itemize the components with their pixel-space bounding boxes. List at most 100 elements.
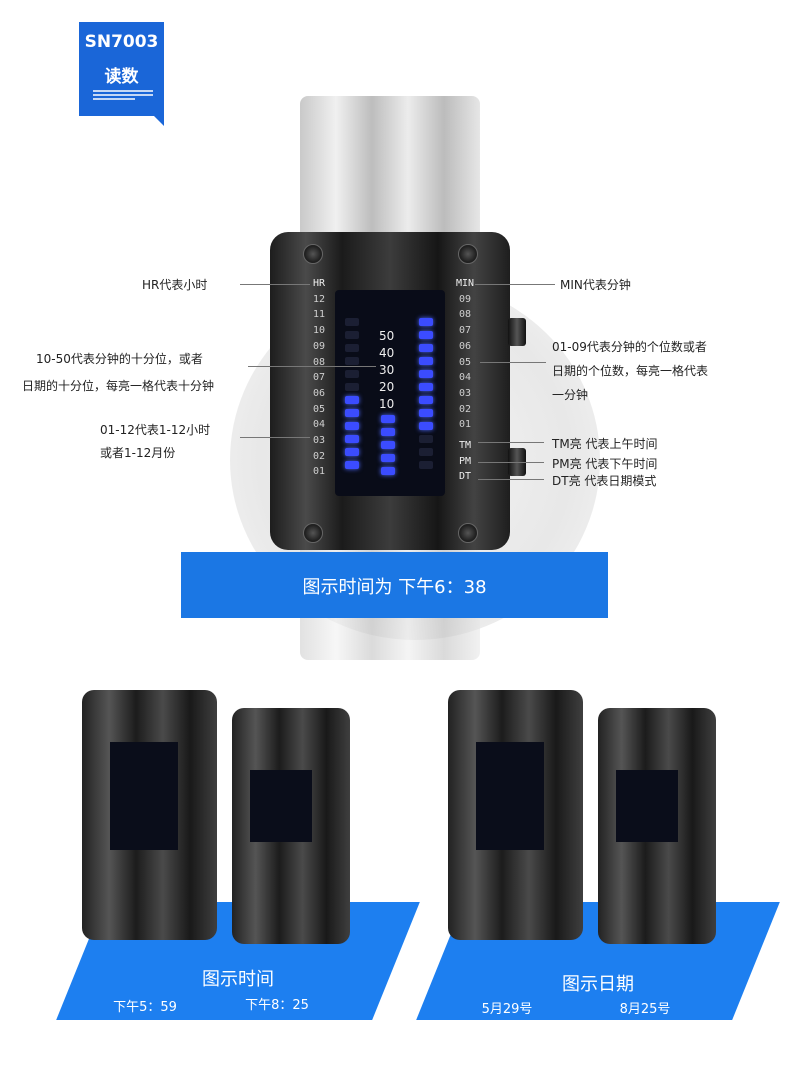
minute-mark: 09 <box>458 293 472 305</box>
date-example-a: 5月29号 <box>481 1002 533 1017</box>
led-segment <box>381 428 395 436</box>
minute-mark: 07 <box>458 325 472 337</box>
dt-label: DT <box>458 471 472 483</box>
led-segment <box>419 357 433 365</box>
led-segment <box>345 383 359 391</box>
minute-mark: 05 <box>458 356 472 368</box>
led-segment <box>419 383 433 391</box>
led-segment <box>419 344 433 352</box>
led-segment <box>419 331 433 339</box>
led-segment <box>345 409 359 417</box>
tens-scale: 50 40 30 20 10 <box>379 328 394 413</box>
watch-example-face <box>250 770 312 842</box>
tm-annotation: TM亮 代表上午时间 <box>552 437 658 451</box>
units-annotation-2: 日期的个位数，每亮一格代表 <box>552 364 709 378</box>
units-annotation-1: 01-09代表分钟的个位数或者 <box>552 340 707 354</box>
minute-mark: 02 <box>458 403 472 415</box>
hour-scale: HR 12 11 10 09 08 07 06 05 04 03 02 01 <box>306 276 332 480</box>
minute-mark: 06 <box>458 340 472 352</box>
tens-mark: 40 <box>379 346 395 360</box>
date-example-title: 图示日期 <box>562 974 634 995</box>
tens-annotation-1: 10-50代表分钟的十分位，或者 <box>36 352 203 366</box>
led-segment <box>419 318 433 326</box>
hour-mark: 12 <box>312 293 326 305</box>
led-segment <box>419 461 433 469</box>
tm-label: TM <box>458 440 472 452</box>
main-time-text: 图示时间为 下午6：38 <box>302 577 487 598</box>
unit-led-column <box>419 318 433 469</box>
led-segment <box>345 357 359 365</box>
hr-label: HR <box>312 278 326 289</box>
hour-mark: 06 <box>312 387 326 399</box>
hour-mark: 01 <box>312 466 326 478</box>
time-example-a: 下午5：59 <box>113 1000 177 1015</box>
side-button <box>508 318 526 346</box>
callout-line <box>240 284 310 285</box>
led-segment <box>419 422 433 430</box>
minute-mark: 08 <box>458 309 472 321</box>
screw-icon <box>303 244 323 264</box>
tens-mark: 20 <box>379 380 395 394</box>
date-example-b: 8月25号 <box>619 1002 671 1017</box>
hour-mark: 10 <box>312 325 326 337</box>
minute-scale: MIN 09 08 07 06 05 04 03 02 01 TM PM DT <box>452 276 478 485</box>
led-segment <box>345 461 359 469</box>
led-segment <box>345 370 359 378</box>
watch-example-face <box>476 742 544 850</box>
led-segment <box>381 415 395 423</box>
led-segment <box>381 467 395 475</box>
hours-annotation-2: 或者1-12月份 <box>100 446 176 460</box>
led-segment <box>345 344 359 352</box>
model-badge: SN7003 读数 <box>79 22 164 126</box>
led-segment <box>381 454 395 462</box>
led-segment <box>345 396 359 404</box>
time-example-title: 图示时间 <box>202 969 274 990</box>
callout-line <box>248 366 376 367</box>
led-segment <box>345 448 359 456</box>
badge-title: 读数 <box>104 67 139 87</box>
callout-line <box>475 284 555 285</box>
model-number: SN7003 <box>84 32 159 52</box>
hour-mark: 11 <box>312 309 326 321</box>
pm-annotation: PM亮 代表下午时间 <box>552 457 658 471</box>
watch-example-face <box>110 742 178 850</box>
tens-led-column <box>381 415 395 475</box>
pm-label: PM <box>458 455 472 467</box>
callout-line <box>240 437 310 438</box>
led-segment <box>419 370 433 378</box>
hour-mark: 07 <box>312 372 326 384</box>
hour-mark: 05 <box>312 403 326 415</box>
led-segment <box>345 422 359 430</box>
dt-annotation: DT亮 代表日期模式 <box>552 474 657 488</box>
main-time-banner: 图示时间为 下午6：38 <box>181 552 608 618</box>
tens-annotation-2: 日期的十分位，每亮一格代表十分钟 <box>22 379 215 393</box>
watch-example-face <box>616 770 678 842</box>
led-segment <box>345 331 359 339</box>
led-segment <box>419 396 433 404</box>
led-segment <box>345 435 359 443</box>
hours-annotation-1: 01-12代表1-12小时 <box>100 423 211 437</box>
led-display: 50 40 30 20 10 <box>335 290 445 496</box>
watch-band-top <box>300 96 480 246</box>
led-segment <box>419 448 433 456</box>
hour-led-column <box>345 318 359 469</box>
hour-mark: 03 <box>312 435 326 447</box>
minute-mark: 01 <box>458 419 472 431</box>
led-segment <box>345 318 359 326</box>
units-annotation-3: 一分钟 <box>552 388 589 402</box>
badge-tail <box>154 116 164 126</box>
hr-annotation: HR代表小时 <box>142 278 208 292</box>
minute-mark: 03 <box>458 387 472 399</box>
tens-mark: 10 <box>379 397 395 411</box>
callout-line <box>478 462 544 463</box>
hour-mark: 04 <box>312 419 326 431</box>
min-label: MIN <box>455 278 475 289</box>
screw-icon <box>303 523 323 543</box>
tens-mark: 50 <box>379 329 395 343</box>
led-segment <box>419 409 433 417</box>
time-example-b: 下午8：25 <box>245 998 309 1013</box>
screw-icon <box>458 523 478 543</box>
callout-line <box>478 479 544 480</box>
callout-line <box>478 442 544 443</box>
hour-mark: 08 <box>312 356 326 368</box>
